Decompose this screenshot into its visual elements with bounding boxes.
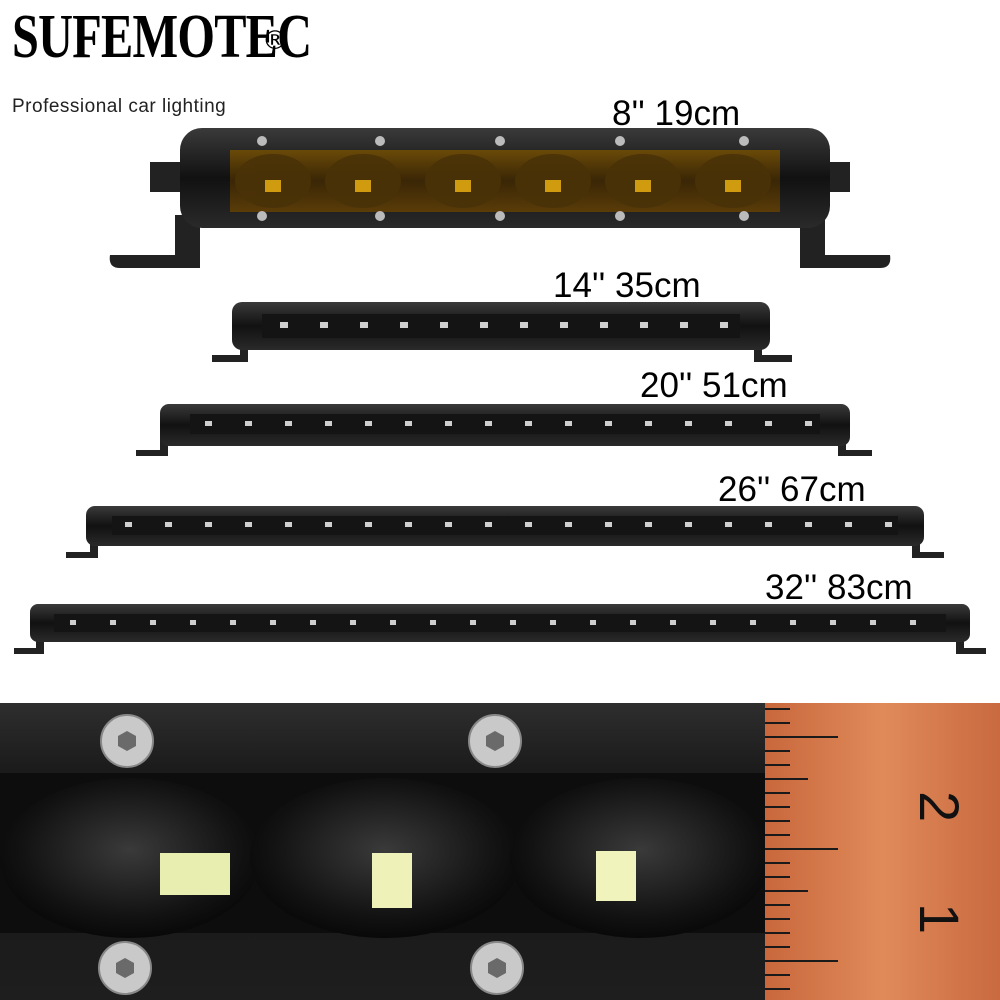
light-bar-14in xyxy=(212,302,792,362)
light-bar-26in xyxy=(66,506,944,558)
ruler-label-2: 2 xyxy=(908,791,971,822)
registered-mark: ® xyxy=(262,26,288,56)
ruler xyxy=(765,703,1000,1000)
size-label-20in: 20'' 51cm xyxy=(640,366,788,405)
size-label-8in: 8'' 19cm xyxy=(612,94,741,133)
closeup-photo: 2 1 xyxy=(0,703,1000,1000)
light-bar-8in xyxy=(109,128,891,268)
closeup-lens-detail: 2 1 xyxy=(0,703,1000,1000)
size-label-26in: 26'' 67cm xyxy=(718,470,866,509)
ruler-label-1: 1 xyxy=(908,903,971,934)
size-label-14in: 14'' 35cm xyxy=(553,266,701,305)
brand-tagline: Professional car lighting xyxy=(12,96,227,117)
light-bar-32in xyxy=(14,604,986,654)
brand-name: SUFEMOTEC xyxy=(12,3,312,71)
light-bar-lineup xyxy=(14,128,986,654)
size-label-32in: 32'' 83cm xyxy=(765,568,913,607)
light-bar-20in xyxy=(136,404,872,456)
brand-logo: SUFEMOTEC ® Professional car lighting xyxy=(12,3,396,117)
